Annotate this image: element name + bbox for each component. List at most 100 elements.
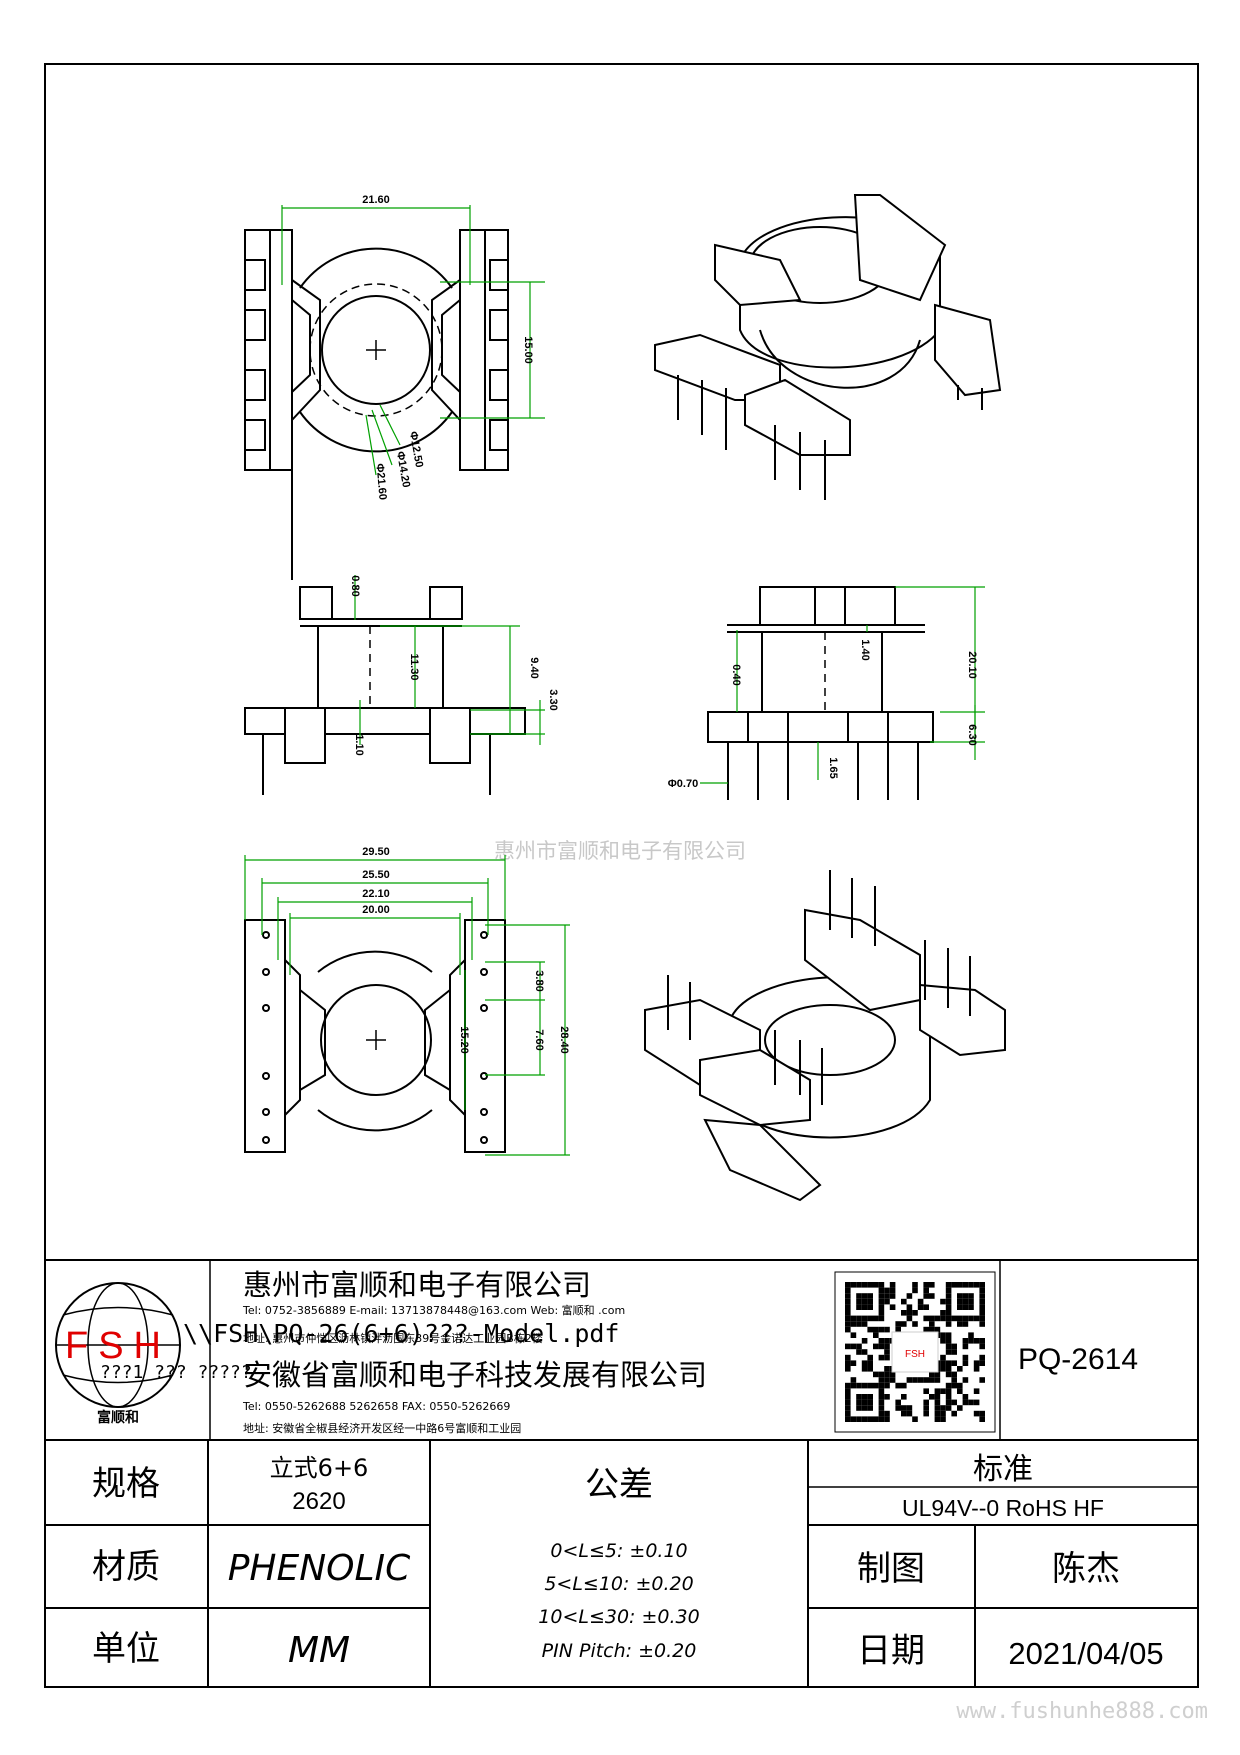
dim-1-10: 1.10 bbox=[353, 734, 365, 755]
qr-module bbox=[901, 1321, 907, 1327]
qr-module bbox=[878, 1388, 885, 1394]
qr-module bbox=[945, 1399, 952, 1406]
company1-address: 地址: 惠州市仲恺区沥林镇泮沥围东39号金诺达工业园B栋2楼 bbox=[243, 1331, 543, 1345]
qr-module bbox=[962, 1304, 969, 1310]
qr-module bbox=[845, 1326, 851, 1333]
company2-address: 地址: 安徽省全椒县经济开发区经一中路6号富顺和工业园 bbox=[243, 1421, 521, 1435]
qr-module bbox=[912, 1416, 918, 1422]
qr-module bbox=[845, 1405, 851, 1411]
qr-module bbox=[934, 1371, 941, 1378]
qr-module bbox=[906, 1304, 913, 1310]
qr-module bbox=[923, 1293, 929, 1299]
qr-module bbox=[940, 1388, 946, 1394]
qr-module bbox=[929, 1394, 935, 1400]
qr-module bbox=[973, 1366, 980, 1372]
qr-module bbox=[945, 1321, 952, 1327]
qr-module bbox=[878, 1416, 885, 1422]
qr-module bbox=[845, 1287, 851, 1294]
qr-module bbox=[845, 1282, 851, 1288]
qr-module bbox=[861, 1416, 868, 1422]
dim-7-60: 7.60 bbox=[533, 1029, 545, 1050]
dim-20-00: 20.00 bbox=[362, 904, 390, 916]
spec-value-1: 立式6+6 bbox=[270, 1454, 369, 1482]
company1-name: 惠州市富顺和电子有限公司 bbox=[243, 1268, 591, 1302]
qr-module bbox=[945, 1287, 952, 1294]
qr-module bbox=[884, 1377, 890, 1383]
qr-module bbox=[929, 1326, 935, 1333]
qr-module bbox=[979, 1293, 985, 1299]
qr-module bbox=[906, 1315, 913, 1322]
dim-1-65: 1.65 bbox=[827, 757, 839, 778]
qr-module bbox=[951, 1382, 957, 1389]
qr-module bbox=[861, 1382, 868, 1389]
dim-11-30: 11.30 bbox=[408, 654, 420, 681]
tolerance-3: 10<L≤30: ±0.30 bbox=[538, 1606, 699, 1628]
qr-module bbox=[867, 1394, 873, 1400]
dim-3-30: 3.30 bbox=[547, 689, 559, 710]
qr-module bbox=[884, 1394, 890, 1400]
qr-module bbox=[906, 1310, 913, 1316]
qr-module bbox=[889, 1377, 896, 1383]
qr-module bbox=[850, 1321, 857, 1327]
qr-module bbox=[906, 1410, 913, 1417]
qr-module bbox=[968, 1399, 974, 1406]
qr-module bbox=[934, 1405, 941, 1411]
qr-module bbox=[884, 1416, 890, 1422]
qr-module bbox=[945, 1405, 952, 1411]
qr-module bbox=[917, 1377, 924, 1383]
qr-module bbox=[845, 1399, 851, 1406]
qr-module bbox=[867, 1304, 873, 1310]
qr-module bbox=[912, 1321, 918, 1327]
company-logo: FSH 富顺和 bbox=[55, 1282, 181, 1426]
iso-view-bottom bbox=[644, 870, 1006, 1202]
qr-module bbox=[945, 1366, 952, 1372]
qr-module bbox=[945, 1304, 952, 1310]
tolerance-4: PIN Pitch: ±0.20 bbox=[542, 1640, 697, 1662]
qr-module bbox=[912, 1377, 918, 1383]
qr-module bbox=[945, 1282, 952, 1288]
qr-module bbox=[867, 1354, 873, 1361]
qr-module bbox=[856, 1304, 862, 1310]
dim-15-00: 15.00 bbox=[522, 336, 534, 364]
top-view: 21.60 15.00 Φ12.50 Φ14.20 Φ21.60 bbox=[244, 194, 545, 580]
qr-module bbox=[861, 1394, 868, 1400]
qr-module bbox=[962, 1399, 969, 1406]
qr-module bbox=[934, 1377, 941, 1383]
qr-module bbox=[867, 1416, 873, 1422]
qr-module bbox=[979, 1304, 985, 1310]
qr-module bbox=[951, 1371, 957, 1378]
overlay-file-path: \\FSH\PQ-26(6+6)???-Model.pdf bbox=[183, 1319, 620, 1348]
qr-module bbox=[878, 1399, 885, 1406]
qr-module bbox=[929, 1293, 935, 1299]
qr-module bbox=[850, 1332, 857, 1338]
qr-module bbox=[878, 1377, 885, 1383]
company1-contact: Tel: 0752-3856889 E-mail: 13713878448@16… bbox=[242, 1303, 625, 1317]
qr-module bbox=[957, 1321, 963, 1327]
qr-module bbox=[945, 1332, 952, 1338]
qr-module bbox=[878, 1405, 885, 1411]
qr-module bbox=[940, 1366, 946, 1372]
qr-module bbox=[884, 1382, 890, 1389]
qr-module bbox=[884, 1293, 890, 1299]
qr-module bbox=[962, 1360, 969, 1366]
qr-module bbox=[856, 1349, 862, 1355]
qr-module bbox=[895, 1405, 901, 1411]
qr-module bbox=[878, 1410, 885, 1417]
qr-module bbox=[929, 1282, 935, 1288]
qr-module bbox=[845, 1394, 851, 1400]
qr-module bbox=[884, 1366, 890, 1372]
watermark-company: 惠州市富顺和电子有限公司 bbox=[494, 839, 746, 863]
qr-module bbox=[878, 1354, 885, 1361]
qr-module bbox=[884, 1371, 890, 1378]
qr-module bbox=[878, 1293, 885, 1299]
qr-module bbox=[940, 1310, 946, 1316]
qr-module bbox=[878, 1338, 885, 1344]
qr-module bbox=[979, 1338, 985, 1344]
qr-module bbox=[845, 1315, 851, 1322]
watermark-website: www.fushunhe888.com bbox=[956, 1699, 1208, 1724]
qr-module bbox=[856, 1394, 862, 1400]
qr-module bbox=[867, 1360, 873, 1366]
qr-module bbox=[973, 1315, 980, 1322]
qr-module bbox=[856, 1416, 862, 1422]
title-block: FSH 富顺和 惠州市富顺和电子有限公司 Tel: 0752-3856889 E… bbox=[45, 1259, 1198, 1441]
